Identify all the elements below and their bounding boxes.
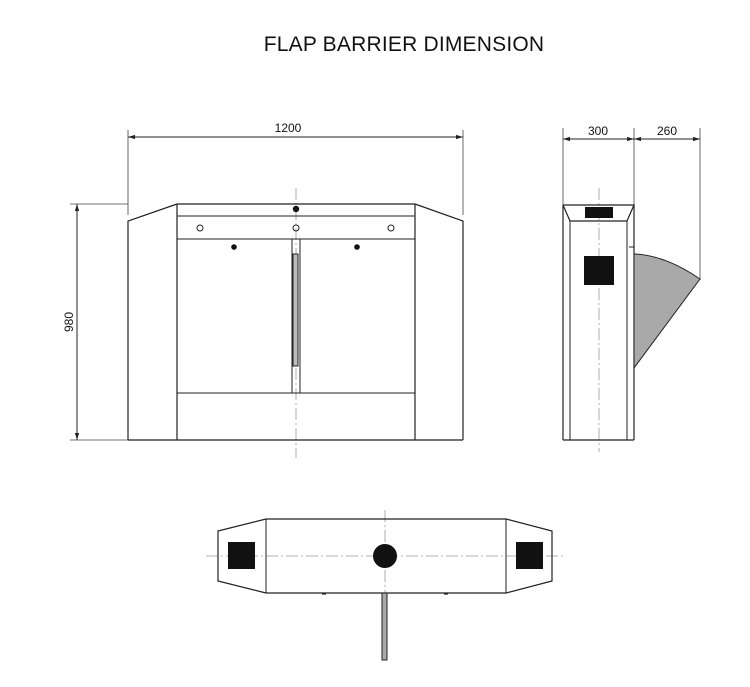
- left-flap-door: [176, 238, 293, 394]
- height-dimension-label: 980: [62, 312, 76, 332]
- flap-extension-dimension: 260: [634, 124, 701, 280]
- left-cabinet: [127, 203, 178, 440]
- center-post: [292, 253, 299, 367]
- width-dimension: 1200: [127, 121, 464, 215]
- side-cabinet: [562, 204, 635, 441]
- side-view: 300 260: [562, 124, 701, 452]
- flap-extension-label: 260: [657, 124, 677, 138]
- page-title: FLAP BARRIER DIMENSION: [263, 33, 545, 56]
- right-sensor: [516, 542, 543, 569]
- side-flap: [633, 253, 701, 370]
- center-pivot: [373, 544, 397, 568]
- side-depth-dimension: 300: [562, 124, 635, 205]
- right-flap-door: [299, 238, 416, 394]
- top-flap-arm: [381, 592, 388, 661]
- top-outline: [217, 518, 553, 594]
- front-view: 1200 980: [62, 121, 464, 458]
- height-dimension: 980: [62, 203, 128, 441]
- left-sensor: [228, 542, 255, 569]
- width-dimension-label: 1200: [275, 121, 302, 135]
- right-cabinet: [414, 203, 464, 440]
- top-view: [206, 510, 566, 661]
- side-depth-label: 300: [588, 124, 608, 138]
